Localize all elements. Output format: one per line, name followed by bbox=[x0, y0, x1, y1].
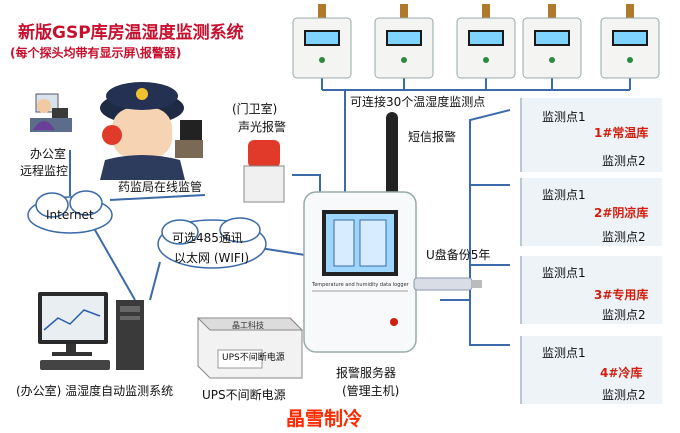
zone-1: 监测点1 1#常温库 监测点2 bbox=[520, 98, 662, 172]
connect30-label: 可连接30个温湿度监测点 bbox=[350, 95, 486, 109]
zone-1-name: 1#常温库 bbox=[594, 126, 649, 140]
zone-3: 监测点1 3#专用库 监测点2 bbox=[520, 256, 662, 324]
zone-2-point2: 监测点2 bbox=[602, 230, 646, 244]
brand-label: 晶雪制冷 bbox=[286, 408, 363, 430]
sensor-unit bbox=[600, 4, 660, 79]
zone-4-name: 4#冷库 bbox=[600, 366, 643, 380]
server-line2: (管理主机) bbox=[342, 384, 400, 398]
zone-4-point1: 监测点1 bbox=[542, 346, 586, 360]
alarm-label: 声光报警 bbox=[238, 120, 287, 134]
ups-caption: UPS不间断电源 bbox=[202, 388, 286, 402]
sms-label: 短信报警 bbox=[408, 130, 457, 144]
zone-4-point2: 监测点2 bbox=[602, 388, 646, 402]
device-caption: Temperature and humidity data logger bbox=[312, 282, 409, 288]
internet-label: Internet bbox=[46, 208, 94, 222]
sensor-unit bbox=[292, 4, 352, 79]
fda-label: 药监局在线监管 bbox=[118, 180, 203, 194]
zone-3-point2: 监测点2 bbox=[602, 308, 646, 322]
remote-label: 远程监控 bbox=[20, 164, 69, 178]
zone-2-name: 2#阴凉库 bbox=[594, 206, 649, 220]
zone-3-point1: 监测点1 bbox=[542, 266, 586, 280]
net-line2: 以太网 (WIFI) bbox=[174, 251, 250, 265]
title-line2: (每个探头均带有显示屏\报警器) bbox=[10, 46, 182, 60]
zone-1-point2: 监测点2 bbox=[602, 154, 646, 168]
zone-1-point1: 监测点1 bbox=[542, 110, 586, 124]
title-line1: 新版GSP库房温湿度监测系统 bbox=[18, 23, 244, 43]
zone-2-point1: 监测点1 bbox=[542, 188, 586, 202]
sensor-unit bbox=[374, 4, 434, 79]
server-line1: 报警服务器 bbox=[336, 366, 397, 380]
zone-3-name: 3#专用库 bbox=[594, 288, 649, 302]
usb-backup-label: U盘备份5年 bbox=[426, 248, 491, 262]
office-b-label: (办公室) 温湿度自动监测系统 bbox=[16, 384, 174, 398]
zone-4: 监测点1 4#冷库 监测点2 bbox=[520, 336, 662, 404]
ups-brand: 晶工科技 bbox=[232, 321, 264, 330]
ups-label: UPS不间断电源 bbox=[222, 353, 285, 363]
sensor-unit bbox=[456, 4, 516, 79]
net-line1: 可选485通讯 bbox=[172, 231, 243, 245]
guard-label: (门卫室) bbox=[232, 102, 278, 116]
office-a-label: 办公室 bbox=[30, 147, 67, 161]
zone-2: 监测点1 2#阴凉库 监测点2 bbox=[520, 178, 662, 246]
sensor-unit bbox=[522, 4, 582, 79]
